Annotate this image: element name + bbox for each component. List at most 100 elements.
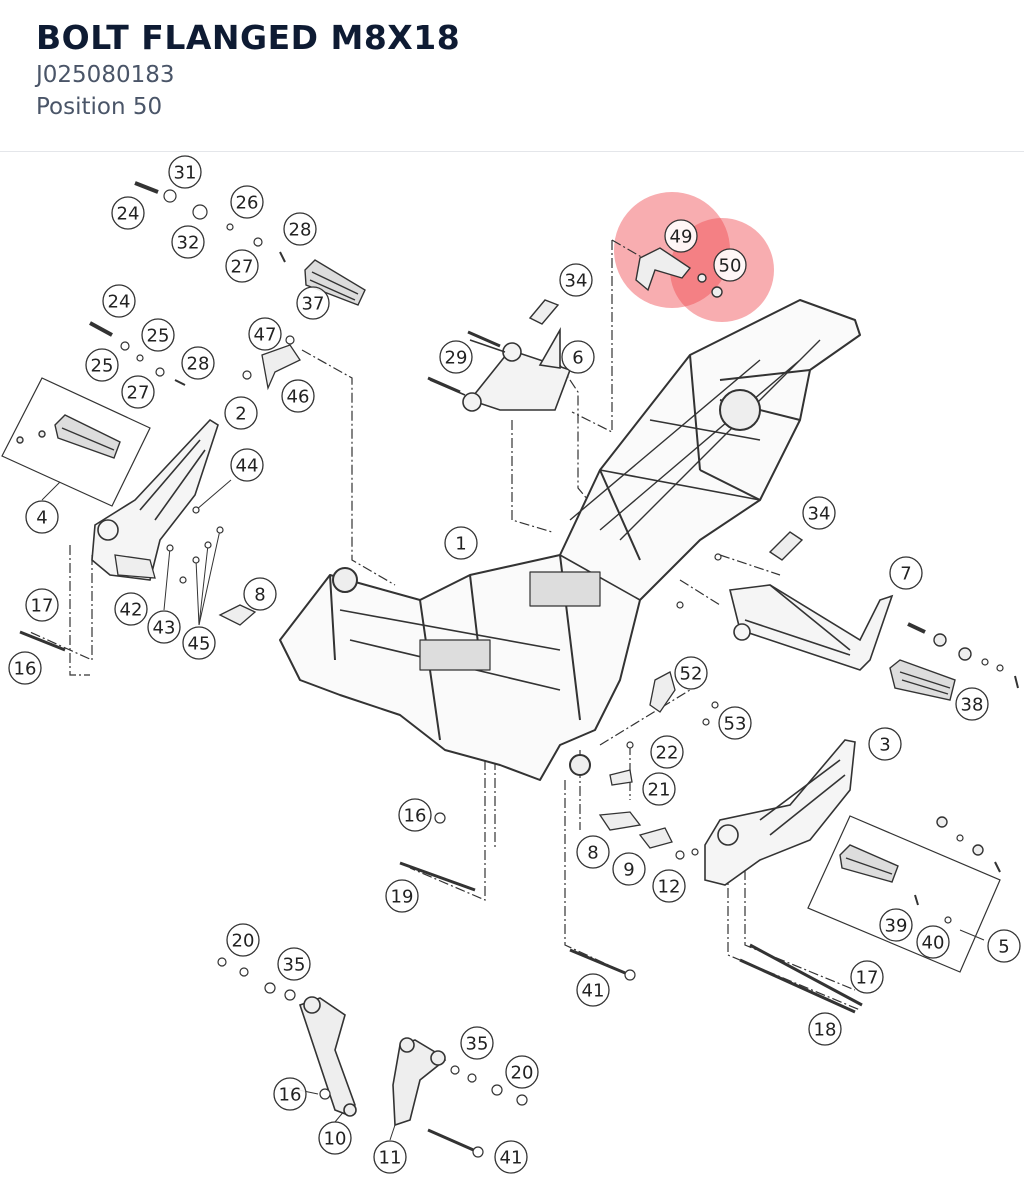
callout-20[interactable]: 20 [505,1055,539,1089]
callout-18[interactable]: 18 [808,1012,842,1046]
callout-circle[interactable] [561,340,595,374]
callout-circle[interactable] [373,1140,407,1174]
callout-circle[interactable] [576,835,610,869]
callout-21[interactable]: 21 [642,772,676,806]
callout-circle[interactable] [248,317,282,351]
callout-circle[interactable] [868,727,902,761]
callout-circle[interactable] [230,448,264,482]
callout-circle[interactable] [230,185,264,219]
callout-24[interactable]: 24 [111,196,145,230]
callout-8[interactable]: 8 [243,577,277,611]
callout-circle[interactable] [296,286,330,320]
callout-circle[interactable] [182,626,216,660]
callout-11[interactable]: 11 [373,1140,407,1174]
callout-circle[interactable] [102,284,136,318]
callout-circle[interactable] [444,526,478,560]
callout-27[interactable]: 27 [121,375,155,409]
callout-circle[interactable] [141,318,175,352]
callout-circle[interactable] [283,212,317,246]
callout-12[interactable]: 12 [652,869,686,903]
callout-circle[interactable] [25,588,59,622]
callout-circle[interactable] [111,196,145,230]
callout-circle[interactable] [121,375,155,409]
callout-53[interactable]: 53 [718,706,752,740]
callout-31[interactable]: 31 [168,155,202,189]
callout-17[interactable]: 17 [25,588,59,622]
callout-circle[interactable] [612,852,646,886]
callout-circle[interactable] [808,1012,842,1046]
callout-1[interactable]: 1 [444,526,478,560]
callout-circle[interactable] [460,1026,494,1060]
callout-circle[interactable] [224,396,258,430]
callout-7[interactable]: 7 [889,556,923,590]
callout-9[interactable]: 9 [612,852,646,886]
callout-19[interactable]: 19 [385,879,419,913]
callout-46[interactable]: 46 [281,379,315,413]
callout-circle[interactable] [385,879,419,913]
callout-16[interactable]: 16 [398,798,432,832]
callout-circle[interactable] [168,155,202,189]
callout-43[interactable]: 43 [147,610,181,644]
callout-circle[interactable] [664,219,698,253]
callout-circle[interactable] [439,340,473,374]
callout-42[interactable]: 42 [114,592,148,626]
callout-circle[interactable] [916,925,950,959]
callout-8[interactable]: 8 [576,835,610,869]
callout-circle[interactable] [850,960,884,994]
callout-circle[interactable] [318,1121,352,1155]
callout-circle[interactable] [559,263,593,297]
callout-29[interactable]: 29 [439,340,473,374]
callout-37[interactable]: 37 [296,286,330,320]
callout-circle[interactable] [8,651,42,685]
callout-circle[interactable] [171,225,205,259]
callout-circle[interactable] [226,923,260,957]
callout-16[interactable]: 16 [273,1077,307,1111]
callout-circle[interactable] [802,496,836,530]
callout-circle[interactable] [243,577,277,611]
callout-34[interactable]: 34 [802,496,836,530]
callout-circle[interactable] [494,1140,528,1174]
callout-27[interactable]: 27 [225,249,259,283]
callout-5[interactable]: 5 [987,929,1021,963]
callout-circle[interactable] [147,610,181,644]
callout-45[interactable]: 45 [182,626,216,660]
callout-47[interactable]: 47 [248,317,282,351]
callout-39[interactable]: 39 [879,908,913,942]
callout-circle[interactable] [713,248,747,282]
callout-52[interactable]: 52 [674,656,708,690]
callout-circle[interactable] [273,1077,307,1111]
callout-16[interactable]: 16 [8,651,42,685]
callout-circle[interactable] [576,973,610,1007]
callout-circle[interactable] [225,249,259,283]
callout-circle[interactable] [281,379,315,413]
callout-circle[interactable] [277,947,311,981]
callout-50[interactable]: 50 [713,248,747,282]
callout-28[interactable]: 28 [181,346,215,380]
callout-40[interactable]: 40 [916,925,950,959]
callout-circle[interactable] [505,1055,539,1089]
callout-circle[interactable] [879,908,913,942]
callout-34[interactable]: 34 [559,263,593,297]
callout-20[interactable]: 20 [226,923,260,957]
callout-circle[interactable] [718,706,752,740]
callout-circle[interactable] [642,772,676,806]
callout-circle[interactable] [181,346,215,380]
callout-circle[interactable] [955,687,989,721]
callout-6[interactable]: 6 [561,340,595,374]
callout-35[interactable]: 35 [460,1026,494,1060]
callout-38[interactable]: 38 [955,687,989,721]
callout-17[interactable]: 17 [850,960,884,994]
callout-49[interactable]: 49 [664,219,698,253]
callout-circle[interactable] [889,556,923,590]
callout-circle[interactable] [114,592,148,626]
callout-25[interactable]: 25 [141,318,175,352]
callout-circle[interactable] [987,929,1021,963]
callout-28[interactable]: 28 [283,212,317,246]
callout-circle[interactable] [652,869,686,903]
callout-44[interactable]: 44 [230,448,264,482]
callout-3[interactable]: 3 [868,727,902,761]
callout-22[interactable]: 22 [650,735,684,769]
callout-circle[interactable] [85,348,119,382]
callout-32[interactable]: 32 [171,225,205,259]
callout-35[interactable]: 35 [277,947,311,981]
